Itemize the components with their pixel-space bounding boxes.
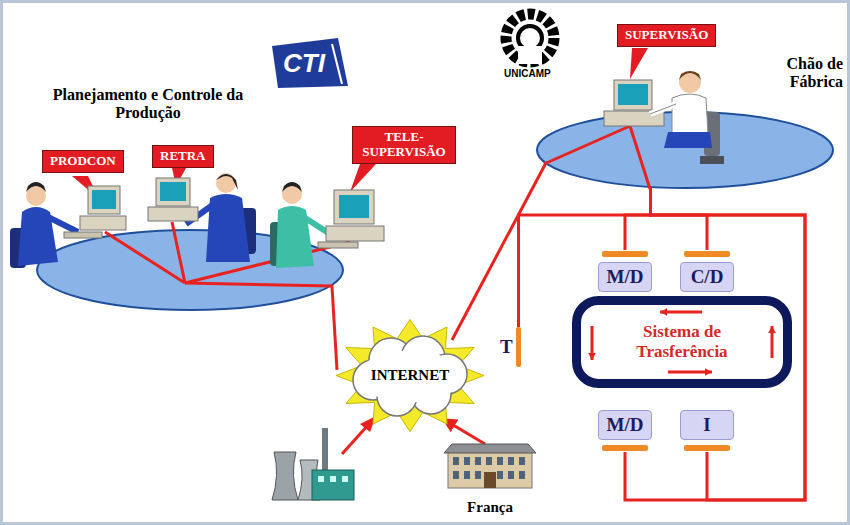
network-link xyxy=(625,187,651,250)
station-box: I xyxy=(680,410,734,440)
node-label: França xyxy=(467,499,513,516)
node-label: M/D xyxy=(607,414,644,436)
node-label: Sistema de Trasferência xyxy=(612,322,752,361)
network-link xyxy=(443,419,485,444)
callout-box: SUPERVISÃO xyxy=(617,24,716,47)
callout-box: TELE-SUPERVISÃO xyxy=(352,126,456,164)
node-label: I xyxy=(703,414,710,436)
connector-bar xyxy=(602,251,648,257)
station-box: M/D xyxy=(598,262,652,292)
node-label: M/D xyxy=(607,266,644,288)
planning-area: Planejamento e Controle da Produção xyxy=(35,228,345,312)
network-link xyxy=(452,163,546,340)
logo-text: CTI xyxy=(283,48,325,79)
connector-bar xyxy=(516,327,521,367)
callout-box: PRODCON xyxy=(42,150,124,173)
station-box: C/D xyxy=(680,262,734,292)
node-outline xyxy=(440,436,540,492)
node-label: C/D xyxy=(691,266,724,288)
callout-box: RETRA xyxy=(152,145,214,168)
network-link xyxy=(332,285,337,370)
unicamp-logo xyxy=(506,14,554,64)
node-label: T xyxy=(500,336,513,358)
area-heading: Chão de Fábrica xyxy=(765,55,843,92)
power-plant xyxy=(272,416,376,500)
callout-text: RETRA xyxy=(160,149,206,164)
cti-logo xyxy=(272,38,348,88)
france-site: França xyxy=(440,436,540,516)
area-heading: Planejamento e Controle da Produção xyxy=(48,86,248,123)
connector-bar xyxy=(684,251,730,257)
callout-text: PRODCON xyxy=(50,154,116,169)
internet-cloud: INTERNET xyxy=(335,318,485,433)
shop-floor-area: Chão de Fábrica xyxy=(535,110,835,190)
t-station: T xyxy=(500,327,530,367)
connector-bar xyxy=(602,445,648,451)
station-box: M/D xyxy=(598,410,652,440)
callout-text: SUPERVISÃO xyxy=(625,28,708,43)
connector-bar xyxy=(684,445,730,451)
callout-text: TELE-SUPERVISÃO xyxy=(360,130,448,160)
network-link xyxy=(651,187,708,250)
transfer-system: Sistema de Trasferência xyxy=(572,296,792,388)
node-label: INTERNET xyxy=(371,367,449,384)
logo-text: UNICAMP xyxy=(504,68,551,79)
